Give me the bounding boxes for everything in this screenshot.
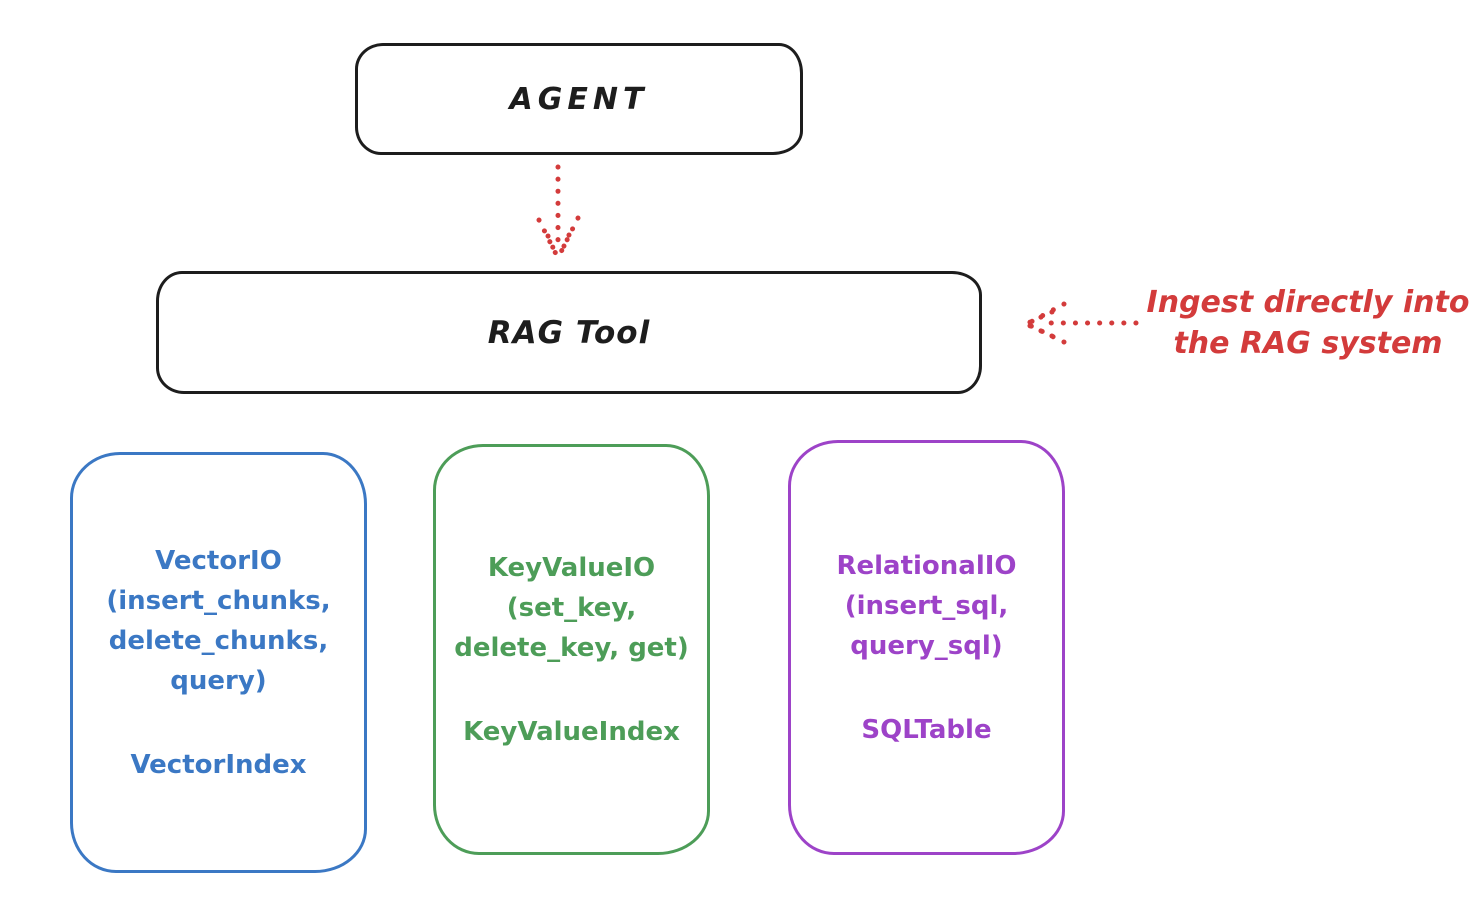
backend-node-vector-io: VectorIO (insert_chunks, delete_chunks, …: [70, 452, 367, 873]
vector-io-body: VectorIO (insert_chunks, delete_chunks, …: [106, 545, 331, 696]
rag-tool-node: RAG Tool: [156, 271, 982, 394]
keyvalue-io-index-label: KeyValueIndex: [463, 716, 680, 747]
agent-node: AGENT: [355, 43, 803, 155]
vector-io-index-label: VectorIndex: [130, 749, 307, 780]
relational-io-index-label: SQLTable: [861, 714, 992, 745]
relational-io-body: RelationalIO (insert_sql, query_sql): [836, 550, 1017, 661]
agent-to-rag-arrow: [536, 164, 581, 260]
rag-tool-label: RAG Tool: [487, 314, 651, 351]
ingest-into-rag-arrow: [1023, 301, 1139, 345]
ingest-annotation: Ingest directly into the RAG system: [1146, 285, 1470, 361]
backend-node-relational-io: RelationalIO (insert_sql, query_sql) SQL…: [788, 440, 1065, 855]
keyvalue-io-body: KeyValueIO (set_key, delete_key, get): [454, 552, 689, 663]
backend-node-keyvalue-io: KeyValueIO (set_key, delete_key, get) Ke…: [433, 444, 710, 855]
agent-label: AGENT: [509, 81, 649, 117]
